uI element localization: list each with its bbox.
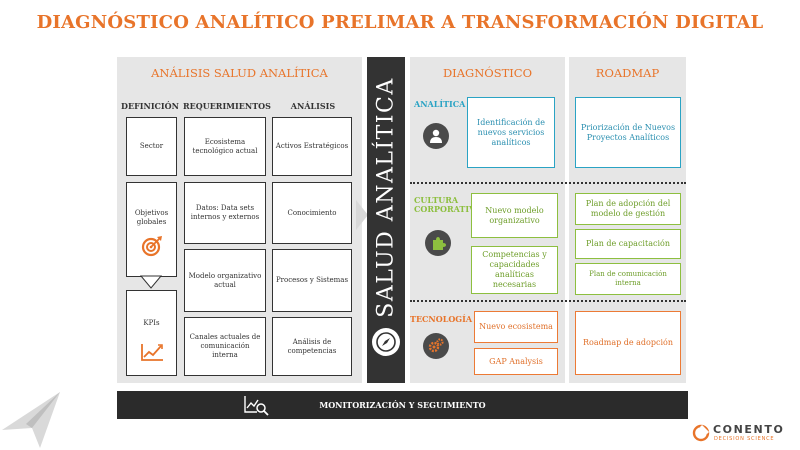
monitorizacion-bar [117,391,688,419]
section-cultura-label: CULTURA CORPORATIVA [414,195,481,215]
roadmap-tecnologia-box: Roadmap de adopción [575,311,681,375]
diagnostico-header: DIAGNÓSTICO [442,66,533,80]
req-datos: Datos: Data sets internos y externos [184,182,266,244]
person-icon [430,129,442,143]
page-title: DIAGNÓSTICO ANALÍTICO PRELIMAR A TRANSFO… [36,12,764,33]
ana-competencias: Análisis de competencias [272,317,352,376]
roadmap-header: ROADMAP [595,66,660,80]
req-ecosistema: Ecosistema tecnológico actual [184,117,266,176]
conento-logo-mark [692,424,710,442]
flow-arrow-right [356,200,368,230]
magnifier-chart-icon [244,396,269,416]
req-canales: Canales actuales de comunicación interna [184,317,266,376]
col-header-analisis: ANÁLISIS [290,101,336,111]
section-divider-2 [410,300,686,302]
gears-icon [428,338,444,353]
logo-name: CONENTO [713,423,785,436]
person-icon-wrap [423,123,449,149]
section-divider-1 [410,182,686,184]
ana-procesos: Procesos y Sistemas [272,249,352,312]
salud-analitica-vertical-label: SALUD ANALÍTICA [373,76,399,318]
flow-arrow-down [140,275,162,289]
compass-icon-wrap [372,328,400,356]
kpis-label: KPIs [143,319,160,327]
roadmap-cultura-box-2: Plan de capacitación [575,229,681,259]
roadmap-cultura-box-3: Plan de comunicación interna [575,263,681,295]
salud-analitica-vertical-wrap: SALUD ANALÍTICA [367,57,405,337]
puzzle-icon [433,237,446,250]
definicion-sector: Sector [126,117,177,176]
req-modelo: Modelo organizativo actual [184,249,266,312]
ana-conocimiento: Conocimiento [272,182,352,244]
col-header-requerimientos: REQUERIMIENTOS [183,101,271,111]
paper-plane-icon [2,392,60,448]
conento-logo: CONENTO DECISION SCIENCE [692,422,797,446]
compass-icon [376,332,396,352]
diag-cultura-box-1: Nuevo modelo organizativo [471,193,558,238]
diag-tecnologia-box-2: GAP Analysis [474,348,558,375]
logo-tagline: DECISION SCIENCE [714,436,775,442]
section-tecnologia-label: TECNOLOGÍA [410,314,473,324]
gears-icon-wrap [423,333,449,359]
chart-icon [140,343,163,361]
section-analitica-label: ANALÍTICA [414,99,466,109]
roadmap-cultura-box-1: Plan de adopción del modelo de gestión [575,193,681,225]
roadmap-analitica-box: Priorización de Nuevos Proyectos Analíti… [575,97,681,168]
definicion-kpis: KPIs [126,290,177,376]
diag-analitica-box: Identificación de nuevos servicios analí… [467,97,555,168]
diag-tecnologia-box-1: Nuevo ecosistema [474,311,558,343]
target-icon [141,235,162,256]
monitorizacion-label: MONITORIZACIÓN Y SEGUIMIENTO [319,400,486,410]
puzzle-icon-wrap [425,230,451,256]
objetivos-label: Objetivos globales [134,209,169,226]
ana-activos: Activos Estratégicos [272,117,352,176]
diag-cultura-box-2: Competencias y capacidades analíticas ne… [471,246,558,294]
salud-analitica-header: ANÁLISIS SALUD ANALÍTICA [151,66,328,80]
col-header-definicion: DEFINICIÓN [121,101,179,111]
definicion-objetivos: Objetivos globales [126,182,177,277]
